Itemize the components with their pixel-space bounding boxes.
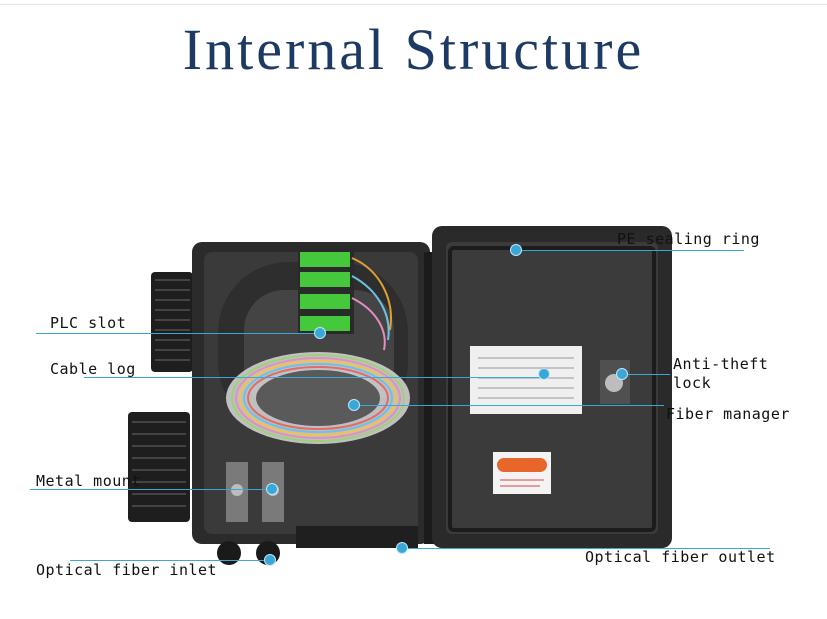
label-pe-sealing-ring: PE sealing ring xyxy=(617,230,760,248)
callout-line-plc-slot xyxy=(36,333,320,334)
outlet-ports xyxy=(296,526,418,548)
label-metal-mount: Metal mount xyxy=(36,472,141,490)
danger-sticker xyxy=(493,452,551,494)
label-anti-theft-lock-line1: Anti-theft xyxy=(673,355,769,373)
callout-dot-optical-fiber-inlet xyxy=(264,554,276,566)
label-optical-fiber-inlet: Optical fiber inlet xyxy=(36,561,218,579)
top-divider xyxy=(0,4,827,5)
label-cable-log: Cable log xyxy=(50,360,136,378)
lock-mechanism xyxy=(600,360,630,404)
instruction-sheet xyxy=(470,346,582,414)
callout-line-optical-fiber-outlet xyxy=(402,548,770,549)
callout-line-fiber-manager xyxy=(354,405,664,406)
callout-dot-optical-fiber-outlet xyxy=(396,542,408,554)
callout-line-pe-sealing-ring xyxy=(516,250,744,251)
callout-dot-pe-sealing-ring xyxy=(510,244,522,256)
callout-dot-cable-log xyxy=(538,368,550,380)
callout-dot-plc-slot xyxy=(314,327,326,339)
label-anti-theft-lock-line2: lock xyxy=(673,374,712,392)
callout-dot-anti-theft-lock xyxy=(616,368,628,380)
callout-line-cable-log xyxy=(84,377,544,378)
callout-line-optical-fiber-inlet xyxy=(70,560,270,561)
page-title: Internal Structure xyxy=(182,17,645,82)
callout-line-anti-theft-lock xyxy=(622,374,670,375)
callout-dot-fiber-manager xyxy=(348,399,360,411)
left-cable-clamp-bottom xyxy=(128,412,190,522)
left-cable-clamp-top xyxy=(151,272,193,372)
plc-adapters xyxy=(298,248,392,351)
fiber-manager-tray xyxy=(226,352,410,444)
callout-dot-metal-mount xyxy=(266,483,278,495)
callout-line-metal-mount xyxy=(30,489,272,490)
label-optical-fiber-outlet: Optical fiber outlet xyxy=(585,548,776,566)
label-plc-slot: PLC slot xyxy=(50,314,127,332)
label-fiber-manager: Fiber manager xyxy=(666,405,790,423)
